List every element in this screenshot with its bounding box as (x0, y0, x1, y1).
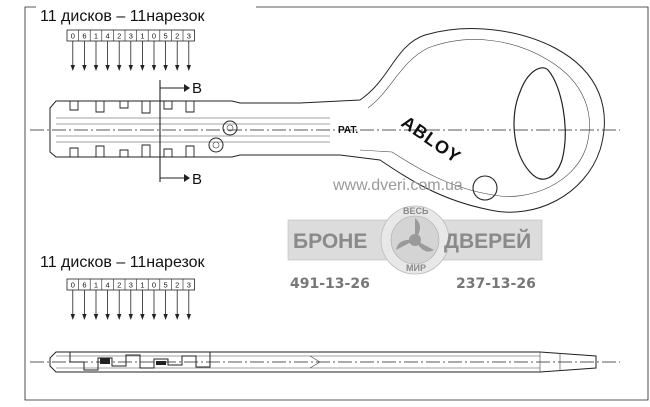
top-code-arrow-head (82, 65, 87, 71)
watermark-url: www.dveri.com.ua (332, 177, 463, 194)
watermark-arc-top: ВЕСЬ (403, 206, 429, 216)
bottom-code-digit: 5 (164, 281, 168, 290)
bottom-code-arrow-head (163, 314, 168, 320)
watermark-logo: БРОНЕ ДВЕРЕЙ ВЕСЬ МИР (287, 205, 543, 275)
bottom-code-arrow-head (175, 314, 180, 320)
top-code-arrow-head (140, 65, 145, 71)
section-label-bottom: B (192, 171, 202, 188)
top-code-digit: 2 (175, 32, 179, 41)
watermark-phone-right: 237-13-26 (456, 276, 536, 292)
bottom-code-digit: 3 (129, 281, 133, 290)
top-code-arrow-head (175, 65, 180, 71)
top-code-digit: 4 (106, 32, 110, 41)
watermark-arc-bottom: МИР (406, 263, 426, 273)
bottom-code-digit: 0 (152, 281, 156, 290)
top-code-arrow-head (93, 65, 99, 71)
top-title: 11 дисков – 11нарезок (40, 8, 206, 25)
bottom-code-arrow-head (105, 314, 110, 320)
bottom-code-digit: 3 (187, 281, 191, 290)
frame-border (24, 6, 649, 401)
top-code-digit: 1 (94, 32, 98, 41)
top-code-arrow-head (128, 65, 133, 71)
bottom-code-digit: 4 (106, 281, 110, 290)
bottom-code-digit: 1 (140, 281, 144, 290)
top-code-digit: 0 (152, 32, 156, 41)
watermark-left-word: БРОНЕ (293, 230, 367, 253)
top-code-digit: 2 (117, 32, 121, 41)
top-code-digit: 3 (129, 32, 133, 41)
top-code-digit: 0 (71, 32, 75, 41)
watermark-right-word: ДВЕРЕЙ (444, 229, 531, 253)
top-code-digit: 3 (187, 32, 191, 41)
bottom-code-arrow-head (151, 314, 157, 320)
pat-text: PAT. (338, 125, 358, 136)
bottom-code-digit: 0 (71, 281, 75, 290)
bottom-title: 11 дисков – 11нарезок (40, 254, 206, 271)
bottom-code-arrow-head (140, 314, 145, 320)
top-code-digit: 5 (164, 32, 168, 41)
section-label-top: B (192, 80, 202, 97)
bottom-code-digit: 2 (175, 281, 179, 290)
top-code-arrow-head (105, 65, 110, 71)
bottom-code-arrow-head (186, 314, 191, 320)
key-side-view (30, 351, 620, 373)
bottom-code-arrow-head (70, 314, 75, 320)
bottom-code-arrow-head (128, 314, 133, 320)
bottom-code-digit: 6 (82, 281, 86, 290)
top-code-arrow-head (186, 65, 191, 71)
bottom-code-arrow-head (82, 314, 87, 320)
top-code-arrow-head (70, 65, 75, 71)
bottom-code-arrow-head (117, 314, 122, 320)
top-code-arrow-head (151, 65, 157, 71)
top-code-digit: 6 (82, 32, 86, 41)
top-code-arrow-head (163, 65, 168, 71)
bottom-code-digit: 1 (94, 281, 98, 290)
bottom-code-arrow-head (93, 314, 99, 320)
brand-text: ABLOY (398, 112, 465, 167)
top-code-digit: 1 (140, 32, 144, 41)
key-blade-top (30, 28, 620, 213)
section-mark-b: B B (159, 80, 202, 188)
watermark-phone-left: 491-13-26 (290, 276, 370, 292)
top-code-arrow-head (117, 65, 122, 71)
bottom-code-digit: 2 (117, 281, 121, 290)
